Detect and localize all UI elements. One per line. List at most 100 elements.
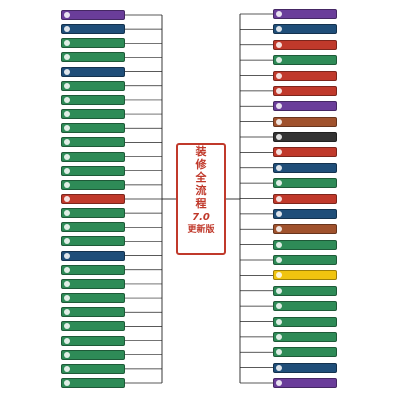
item-bullet-icon xyxy=(276,303,282,310)
right-branch-item xyxy=(273,347,337,358)
item-bullet-icon xyxy=(64,82,70,89)
item-bullet-icon xyxy=(276,164,282,171)
item-bullet-icon xyxy=(64,252,70,259)
title-char: 修 xyxy=(195,158,207,171)
item-bullet-icon xyxy=(276,103,282,110)
left-branch-item xyxy=(61,250,125,261)
item-bullet-icon xyxy=(276,118,282,125)
item-bullet-icon xyxy=(64,54,70,61)
item-bullet-icon xyxy=(276,11,282,17)
left-branch-item xyxy=(61,94,125,105)
left-branch-item xyxy=(61,307,125,318)
left-branch-item xyxy=(61,222,125,233)
item-bullet-icon xyxy=(64,96,70,103)
left-branch-item xyxy=(61,363,125,374)
item-bullet-icon xyxy=(276,195,282,202)
subtitle: 更新版 xyxy=(187,225,215,235)
right-branch-item xyxy=(273,132,337,142)
left-branch-item xyxy=(61,278,125,289)
left-branch-item xyxy=(61,335,125,346)
item-bullet-icon xyxy=(276,380,282,386)
item-bullet-icon xyxy=(64,210,70,217)
item-bullet-icon xyxy=(64,309,70,316)
item-bullet-icon xyxy=(276,287,282,294)
item-bullet-icon xyxy=(276,257,282,263)
left-branch-item xyxy=(61,194,125,204)
right-branch-item xyxy=(273,270,337,281)
item-bullet-icon xyxy=(64,181,70,188)
version-label: 7.0 xyxy=(192,212,210,223)
left-branch-item xyxy=(61,10,125,20)
title-char: 程 xyxy=(195,197,207,210)
right-branch-item xyxy=(273,116,337,127)
item-bullet-icon xyxy=(276,318,282,325)
right-branch-item xyxy=(273,224,337,235)
right-branch-item xyxy=(273,178,337,189)
item-bullet-icon xyxy=(276,364,282,371)
item-bullet-icon xyxy=(276,57,282,64)
item-bullet-icon xyxy=(64,111,70,118)
left-branch-item xyxy=(61,349,125,360)
central-title: 装 修 全 流 程 7.0 更新版 xyxy=(176,143,226,255)
right-branch-item xyxy=(273,208,337,219)
left-branch-item xyxy=(61,293,125,304)
item-bullet-icon xyxy=(64,196,70,202)
left-branch-item xyxy=(61,137,125,148)
left-branch-item xyxy=(61,38,125,49)
left-branch-item xyxy=(61,321,125,332)
item-bullet-icon xyxy=(64,280,70,287)
right-branch-item xyxy=(273,331,337,342)
item-bullet-icon xyxy=(276,272,282,279)
item-bullet-icon xyxy=(276,134,282,140)
left-branch-item xyxy=(61,236,125,247)
right-branch-item xyxy=(273,24,337,35)
item-bullet-icon xyxy=(276,180,282,187)
item-bullet-icon xyxy=(276,210,282,217)
item-bullet-icon xyxy=(276,41,282,48)
right-branch-item xyxy=(273,301,337,312)
item-bullet-icon xyxy=(276,87,282,94)
left-branch-item xyxy=(61,52,125,63)
right-branch-item xyxy=(273,85,337,96)
left-branch-item xyxy=(61,66,125,77)
left-branch-item xyxy=(61,378,125,388)
item-bullet-icon xyxy=(64,295,70,302)
title-char: 全 xyxy=(195,171,207,184)
left-branch-item xyxy=(61,165,125,176)
item-bullet-icon xyxy=(64,266,70,273)
item-bullet-icon xyxy=(64,12,70,18)
item-bullet-icon xyxy=(64,153,70,160)
right-branch-item xyxy=(273,285,337,296)
item-bullet-icon xyxy=(64,26,70,33)
item-bullet-icon xyxy=(64,380,70,386)
item-bullet-icon xyxy=(64,351,70,358)
right-branch-item xyxy=(273,55,337,66)
item-bullet-icon xyxy=(64,238,70,245)
right-branch-item xyxy=(273,39,337,50)
right-branch-item xyxy=(273,239,337,250)
right-branch-item xyxy=(273,193,337,204)
item-bullet-icon xyxy=(64,40,70,47)
item-bullet-icon xyxy=(276,26,282,33)
title-char: 流 xyxy=(195,184,207,197)
left-branch-item xyxy=(61,80,125,91)
item-bullet-icon xyxy=(64,224,70,231)
left-branch-item xyxy=(61,264,125,275)
item-bullet-icon xyxy=(276,241,282,248)
left-branch-item xyxy=(61,24,125,35)
item-bullet-icon xyxy=(64,337,70,344)
right-branch-item xyxy=(273,9,337,19)
item-bullet-icon xyxy=(276,333,282,340)
item-bullet-icon xyxy=(64,68,70,75)
right-branch-item xyxy=(273,147,337,158)
right-branch-item xyxy=(273,255,337,265)
item-bullet-icon xyxy=(276,226,282,233)
right-branch-item xyxy=(273,316,337,327)
item-bullet-icon xyxy=(64,323,70,330)
item-bullet-icon xyxy=(64,125,70,132)
item-bullet-icon xyxy=(276,149,282,156)
left-branch-item xyxy=(61,109,125,120)
item-bullet-icon xyxy=(64,365,70,372)
